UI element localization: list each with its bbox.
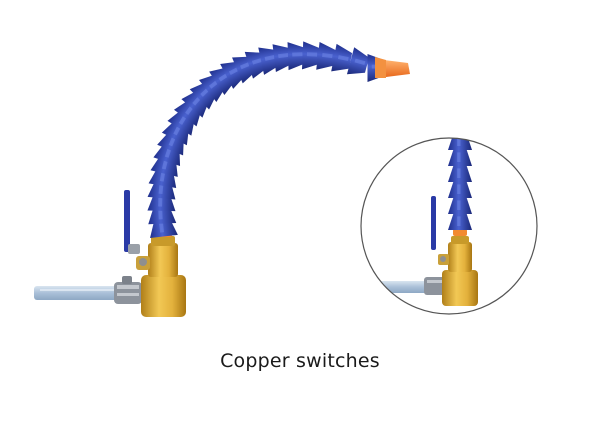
product-caption: Copper switches: [220, 350, 380, 372]
hose-segment: [448, 182, 472, 198]
hose-segment: [316, 41, 336, 70]
hose-segment: [331, 43, 353, 72]
hose-segment: [448, 150, 472, 166]
hose-segment: [448, 198, 472, 214]
zoom-detail: [360, 137, 538, 315]
hose-segment: [346, 47, 370, 75]
valve-handle: [124, 190, 140, 254]
hose-segment: [272, 44, 293, 73]
hose-segment: [287, 42, 306, 71]
hose-segment: [448, 166, 472, 182]
hose-segment: [448, 138, 472, 150]
orange-nozzle: [375, 57, 410, 78]
hose-segment: [301, 41, 320, 70]
coolant-hose-assembly: [34, 41, 410, 317]
hose-segment: [448, 214, 472, 230]
flexible-hose-segments: [147, 41, 385, 239]
zoom-circle: [360, 137, 538, 315]
hose-clamp: [114, 276, 142, 304]
brass-valve-body: [136, 229, 186, 317]
